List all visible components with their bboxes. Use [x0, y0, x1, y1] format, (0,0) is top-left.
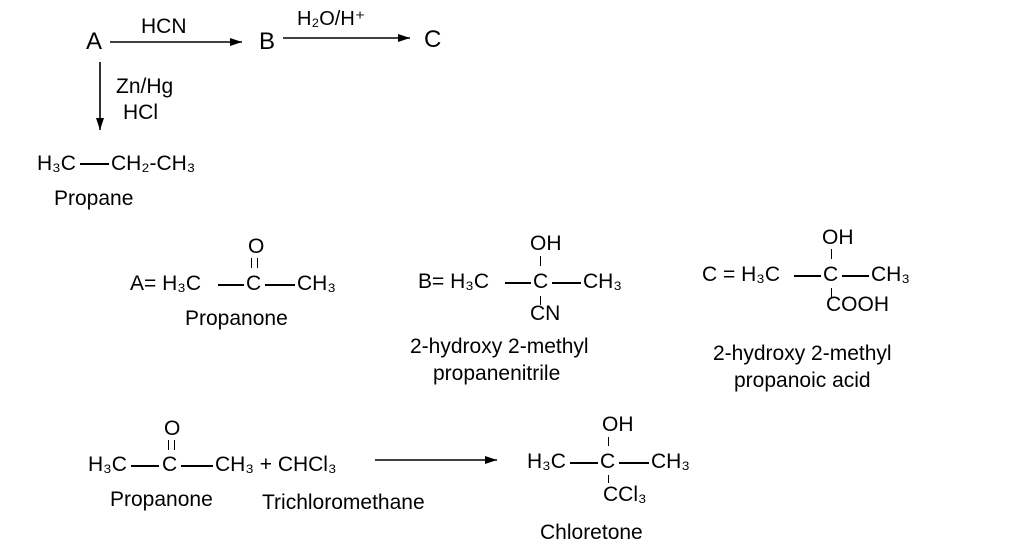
bond — [80, 163, 109, 165]
compound-c-label: C — [424, 26, 442, 53]
bond — [505, 282, 531, 284]
compound-b-label: B — [259, 28, 276, 55]
bond — [218, 284, 244, 286]
a-center: C — [246, 272, 262, 295]
c-prefix: C = H₃C — [702, 263, 780, 286]
a-oxygen: O — [248, 235, 265, 258]
c-carboxyl: COOH — [826, 293, 889, 316]
c-name-line1: 2-hydroxy 2-methyl — [713, 342, 892, 365]
r1-left: H₃C — [88, 453, 127, 476]
compound-a-label: A — [86, 28, 103, 55]
b-nitrile: CN — [530, 302, 561, 325]
a-prefix: A= H₃C — [130, 272, 201, 295]
bond — [552, 282, 581, 284]
bond — [842, 275, 869, 277]
c-center: C — [823, 263, 839, 286]
reagent-h2o-h: H₂O/H⁺ — [297, 8, 366, 30]
double-bond — [168, 440, 170, 450]
double-bond — [174, 440, 176, 450]
b-center: C — [533, 270, 549, 293]
c-right: CH₃ — [871, 263, 910, 286]
bond — [570, 462, 598, 464]
bond — [181, 465, 213, 467]
double-bond — [257, 258, 259, 268]
b-prefix: B= H₃C — [418, 270, 489, 293]
product-hydroxyl: OH — [602, 413, 634, 436]
c-name-line2: propanoic acid — [734, 369, 871, 392]
double-bond — [251, 258, 253, 268]
bond — [619, 462, 649, 464]
product-name: Chloretone — [540, 521, 643, 544]
bond — [540, 296, 542, 305]
bond — [794, 275, 821, 277]
a-name: Propanone — [185, 307, 288, 330]
r1-oxygen: O — [164, 417, 181, 440]
product-trichloromethyl: CCl₃ — [603, 483, 647, 506]
bond — [608, 437, 610, 446]
b-name-line2: propanenitrile — [433, 362, 561, 385]
product-right: CH₃ — [651, 450, 690, 473]
reagent-hcl: HCl — [123, 101, 158, 124]
r1-name: Propanone — [110, 488, 213, 511]
propane-left: H₃C — [37, 152, 76, 175]
b-name-line1: 2-hydroxy 2-methyl — [410, 335, 589, 358]
propane-name: Propane — [54, 187, 134, 210]
bond — [131, 465, 159, 467]
product-center: C — [600, 450, 616, 473]
a-right: CH₃ — [297, 272, 336, 295]
r2-name: Trichloromethane — [262, 491, 425, 514]
reagent-zn-hg: Zn/Hg — [116, 75, 174, 98]
bond — [831, 249, 833, 259]
bond — [265, 284, 295, 286]
bond — [608, 475, 610, 483]
b-right: CH₃ — [583, 270, 622, 293]
bond — [831, 288, 833, 297]
propane-right: CH₂-CH₃ — [111, 152, 196, 175]
r1-center: C — [162, 453, 178, 476]
b-hydroxyl: OH — [530, 232, 562, 255]
reagent-hcn: HCN — [141, 15, 187, 38]
r1-right: CH₃ + CHCl₃ — [215, 453, 337, 476]
bond — [540, 256, 542, 266]
product-left: H₃C — [527, 450, 566, 473]
c-hydroxyl: OH — [822, 226, 854, 249]
